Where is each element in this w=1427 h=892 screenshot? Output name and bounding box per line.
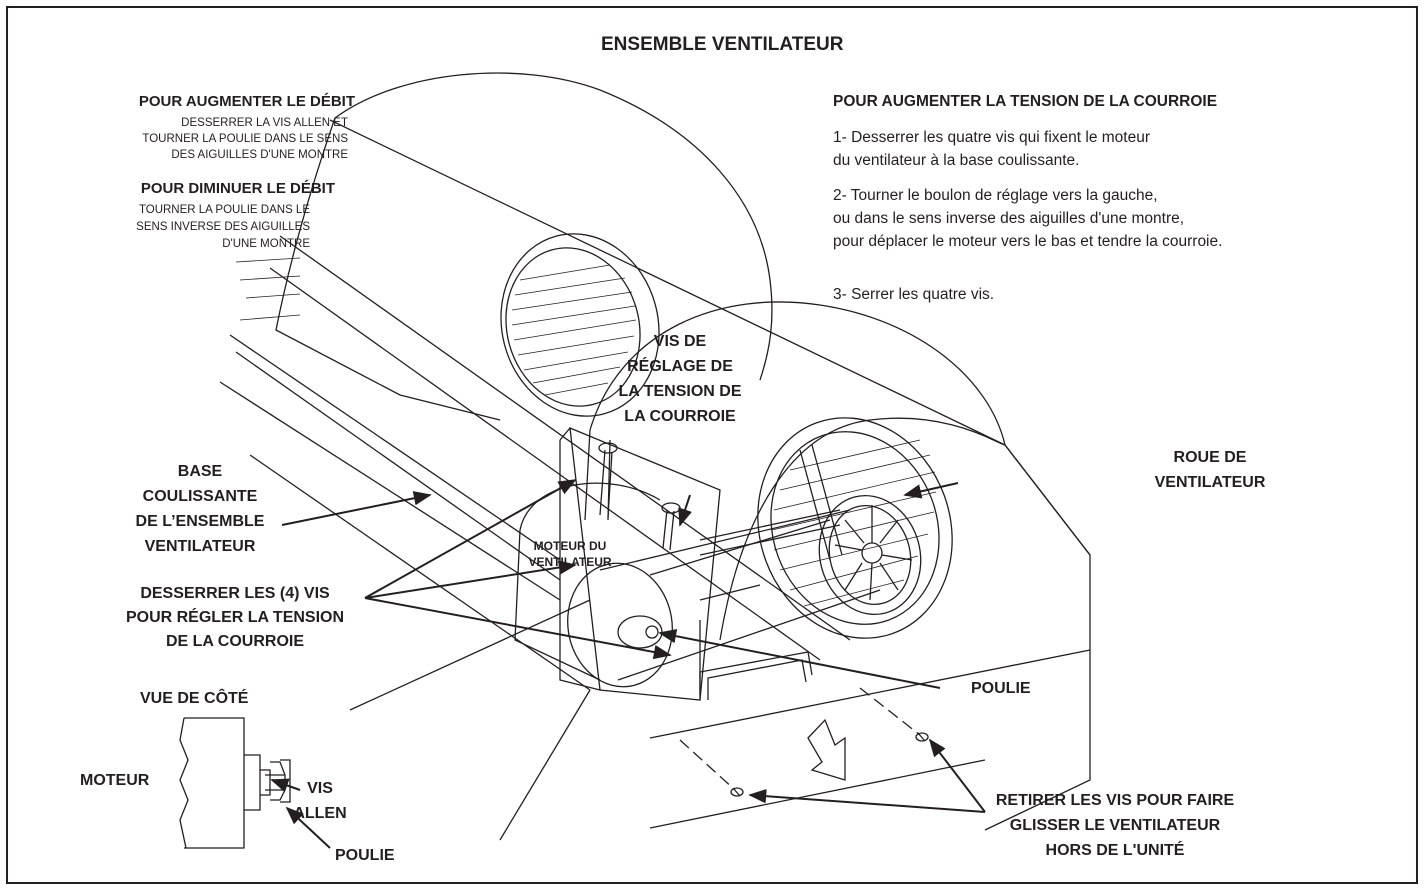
- decrease-flow-line: TOURNER LA POULIE DANS LE: [138, 204, 310, 216]
- rear-blower-housing: [275, 72, 773, 421]
- label-line: LA TENSION DE: [618, 383, 742, 400]
- increase-flow-title: POUR AUGMENTER LE DÉBIT: [138, 93, 355, 110]
- remove-screws-label: RETIRER LES VIS POUR FAIRE GLISSER LE VE…: [985, 788, 1245, 863]
- decrease-flow-title: POUR DIMINUER LE DÉBIT: [140, 180, 335, 197]
- label-line: DE L’ENSEMBLE: [135, 513, 265, 530]
- side-view-motor-label: MOTEUR: [80, 772, 150, 789]
- label-line: RÉGLAGE DE: [627, 358, 733, 375]
- label-line: LA COURROIE: [624, 408, 736, 425]
- instruction-line: 1- Desserrer les quatre vis qui fixent l…: [833, 129, 1151, 146]
- instruction-step-2: 2- Tourner le boulon de réglage vers la …: [833, 184, 1222, 253]
- loosen-screws-label: DESSERRER LES (4) VIS POUR RÉGLER LA TEN…: [90, 582, 380, 654]
- side-view-drawing: [179, 717, 291, 849]
- fan-pulley-wheel: [818, 494, 922, 616]
- tension-screws: [598, 442, 681, 551]
- instruction-step-1: 1- Desserrer les quatre vis qui fixent l…: [833, 126, 1150, 172]
- label-line: POUR RÉGLER LA TENSION: [125, 609, 345, 626]
- increase-flow-line: DES AIGUILLES D'UNE MONTRE: [171, 149, 348, 161]
- label-line: DE LA COURROIE: [165, 633, 305, 650]
- label-line: HORS DE L'UNITÉ: [1045, 842, 1185, 859]
- fan-motor: [514, 482, 673, 688]
- cabinet-hatch: [235, 257, 301, 321]
- decrease-flow-line: D'UNE MONTRE: [222, 238, 310, 250]
- slide-handle: [699, 651, 813, 700]
- cabinet-outline: [219, 119, 1091, 841]
- side-view-title: VUE DE CÔTÉ: [140, 690, 249, 707]
- fan-shaft-bracket: [699, 444, 843, 601]
- increase-flow-text: DESSERRER LA VIS ALLEN ET TOURNER LA POU…: [142, 115, 348, 163]
- pulley-label: POULIE: [971, 680, 1031, 697]
- instruction-line: pour déplacer le moteur vers le bas et t…: [833, 233, 1223, 250]
- label-line: BASE: [177, 463, 223, 480]
- diagram-title: ENSEMBLE VENTILATEUR: [601, 34, 844, 55]
- slide-out-arrow: [807, 718, 846, 781]
- label-line: COULISSANTE: [142, 488, 258, 505]
- instruction-line: ou dans le sens inverse des aiguilles d'…: [833, 210, 1185, 227]
- removal-screws: [679, 687, 929, 797]
- instruction-step-3: 3- Serrer les quatre vis.: [833, 286, 995, 303]
- tension-screw-label: VIS DE RÉGLAGE DE LA TENSION DE LA COURR…: [615, 329, 745, 429]
- label-line: DESSERRER LES (4) VIS: [140, 585, 330, 602]
- label-line: ROUE DE: [1173, 449, 1247, 466]
- label-line: VIS: [307, 780, 333, 797]
- increase-flow-line: TOURNER LA POULIE DANS LE SENS: [142, 133, 348, 145]
- motor-label: MOTEUR DU VENTILATEUR: [510, 538, 630, 570]
- drive-belt: [599, 509, 881, 681]
- label-line: VENTILATEUR: [1154, 474, 1266, 491]
- label-line: GLISSER LE VENTILATEUR: [1009, 817, 1221, 834]
- instructions-heading: POUR AUGMENTER LA TENSION DE LA COURROIE: [833, 93, 1218, 110]
- label-line: RETIRER LES VIS POUR FAIRE: [995, 792, 1235, 809]
- label-line: VIS DE: [653, 333, 707, 350]
- decrease-flow-text: TOURNER LA POULIE DANS LE SENS INVERSE D…: [136, 202, 310, 253]
- increase-flow-line: DESSERRER LA VIS ALLEN ET: [181, 117, 348, 129]
- label-line: VENTILATEUR: [528, 555, 612, 569]
- fan-wheel-label: ROUE DE VENTILATEUR: [1130, 445, 1290, 495]
- label-line: ALLEN: [293, 805, 347, 822]
- side-view-pulley-label: POULIE: [335, 847, 395, 864]
- callout-arrows: [270, 479, 986, 849]
- label-line: VENTILATEUR: [144, 538, 256, 555]
- instruction-line: du ventilateur à la base coulissante.: [833, 152, 1080, 169]
- instruction-line: 2- Tourner le boulon de réglage vers la …: [833, 187, 1158, 204]
- front-blower-housing: [584, 301, 1006, 641]
- diagram-frame: [6, 6, 1418, 884]
- decrease-flow-line: SENS INVERSE DES AIGUILLES: [136, 221, 310, 233]
- slide-base-label: BASE COULISSANTE DE L’ENSEMBLE VENTILATE…: [130, 459, 270, 559]
- allen-screw-label: VIS ALLEN: [290, 776, 350, 826]
- label-line: MOTEUR DU: [533, 539, 607, 553]
